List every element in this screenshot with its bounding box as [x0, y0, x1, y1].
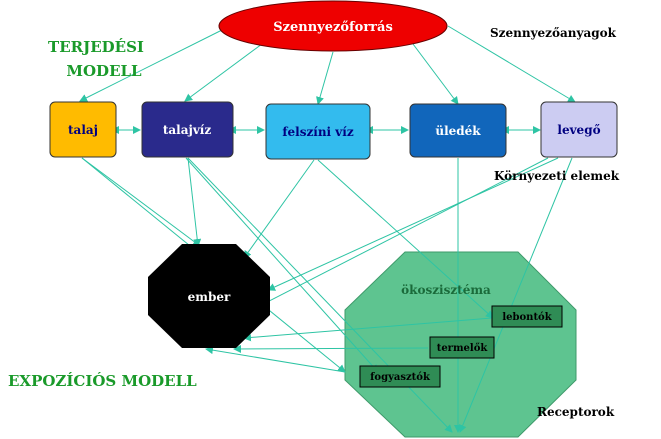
- env-element-felszini-viz: felszíni víz: [265, 103, 371, 160]
- human-receptor-shape: [148, 244, 270, 348]
- trophic-box-consumers: fogyasztók: [359, 365, 441, 388]
- exposure-model-label: EXPOZÍCIÓS MODELL: [8, 372, 197, 390]
- exposure-arrows: [81, 157, 573, 433]
- env-element-label: talaj: [68, 123, 98, 137]
- env-element-talajviz: talajvíz: [141, 101, 234, 158]
- receptors-category-label: Receptorok: [537, 405, 615, 419]
- producers-label: termelők: [437, 343, 489, 354]
- source-ellipse: [218, 0, 448, 52]
- consumers-label: fogyasztók: [370, 372, 431, 383]
- env-elements-category-label: Környezeti elemek: [494, 169, 620, 183]
- env-element-uledek: üledék: [409, 103, 507, 158]
- source-arrows: [79, 25, 576, 105]
- decomposers-label: lebontók: [502, 312, 552, 323]
- ecosystem-label: ökoszisztéma: [401, 283, 491, 297]
- human-receptor-label: ember: [188, 290, 231, 304]
- spread-model-label-line1: TERJEDÉSI: [48, 38, 144, 56]
- env-element-label: felszíni víz: [282, 125, 353, 139]
- env-element-talaj: talaj: [49, 101, 117, 158]
- env-element-label: levegő: [557, 123, 600, 137]
- source-label: Szennyezőforrás: [273, 20, 393, 35]
- trophic-box-producers: termelők: [429, 336, 495, 359]
- env-element-label: üledék: [435, 124, 481, 138]
- pollutants-label: Szennyezőanyagok: [490, 26, 617, 40]
- trophic-box-decomposers: lebontók: [491, 305, 563, 328]
- spread-model-label-line2: MODELL: [66, 62, 142, 80]
- env-element-label: talajvíz: [163, 123, 212, 137]
- env-element-levego: levegő: [540, 101, 618, 158]
